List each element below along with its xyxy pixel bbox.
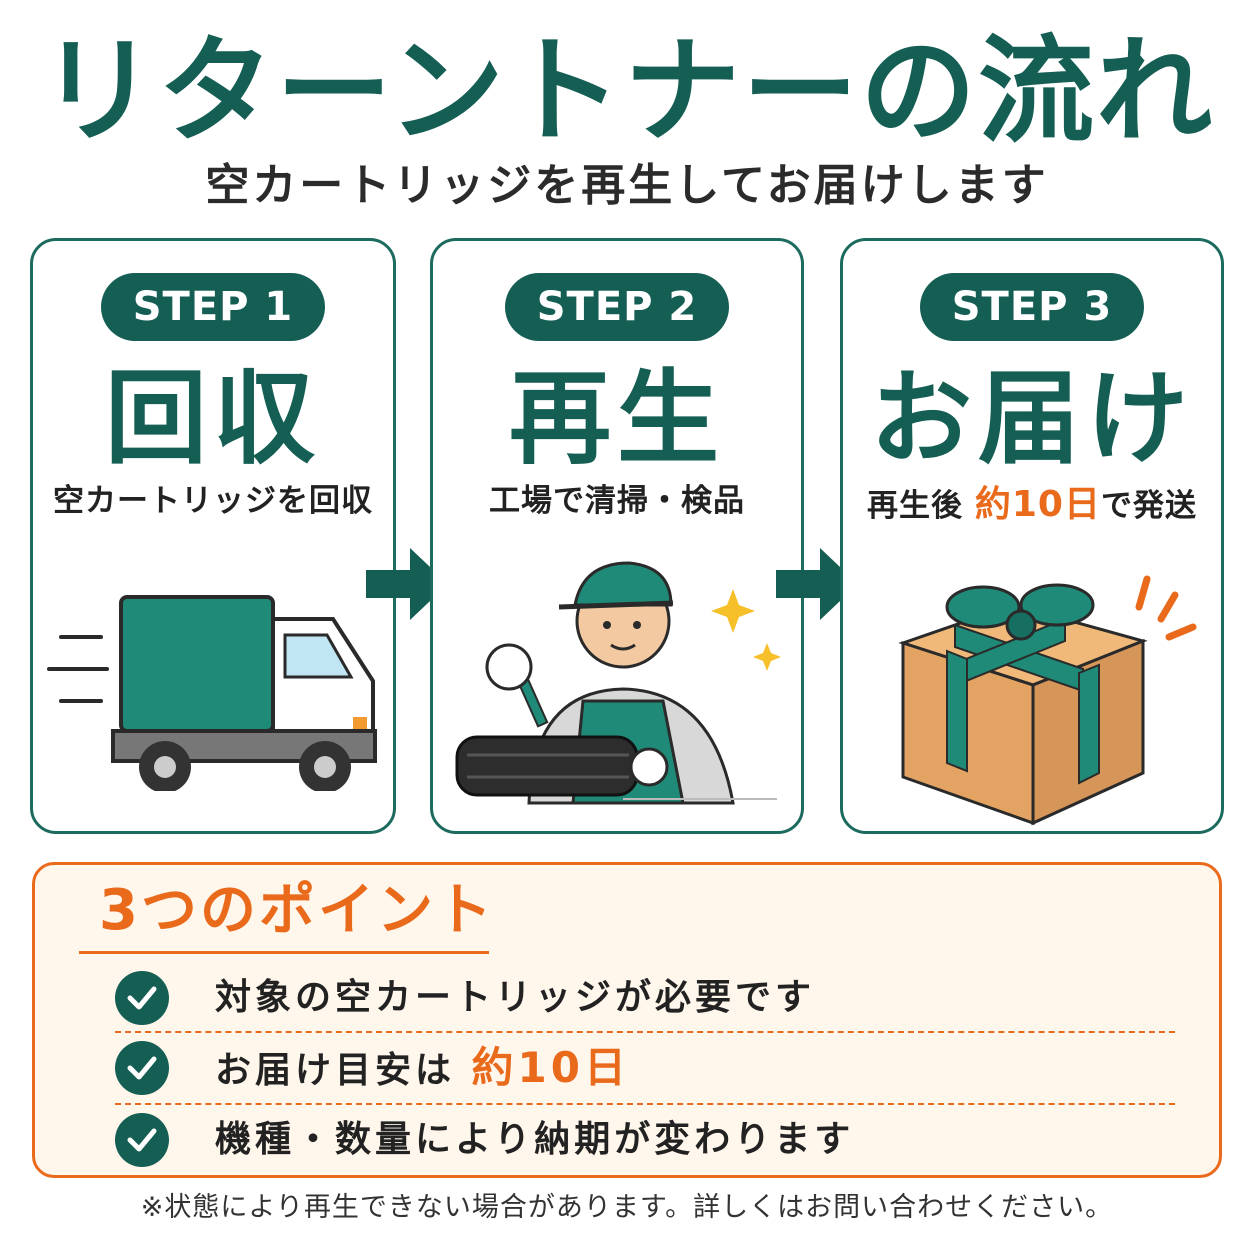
step-heading: 再生 <box>509 360 725 479</box>
step-description: 空カートリッジを回収 <box>53 483 373 519</box>
step-heading: お届け <box>870 360 1194 479</box>
point-item: 対象の空カートリッジが必要です <box>115 967 1175 1027</box>
points-title-underline <box>79 951 489 954</box>
step-card-1: STEP 1 回収 空カートリッジを回収 <box>30 238 396 834</box>
points-panel: 3つのポイント 対象の空カートリッジが必要です お届け目安は 約10日 機種・数… <box>32 862 1222 1178</box>
check-icon <box>115 1113 169 1167</box>
footnote: ※状態により再生できない場合があります。詳しくはお問い合わせください。 <box>140 1192 1114 1223</box>
step-badge: STEP 3 <box>920 273 1144 341</box>
gift-box-icon <box>898 575 1197 826</box>
step-card-2: STEP 2 再生 工場で清掃・検品 <box>430 238 804 834</box>
delivery-days-highlight: 約10日 <box>974 484 1101 525</box>
step-badge: STEP 2 <box>505 273 729 341</box>
step-card-3: STEP 3 お届け 再生後 約10日で発送 <box>840 238 1224 834</box>
point-item: お届け目安は 約10日 <box>115 1037 1175 1097</box>
point-divider <box>115 1103 1175 1105</box>
point-text: 対象の空カートリッジが必要です <box>215 977 816 1018</box>
delivery-truck-icon <box>47 595 377 791</box>
delivery-days-highlight: 約10日 <box>471 1043 630 1092</box>
point-divider <box>115 1031 1175 1033</box>
points-title: 3つのポイント <box>99 878 495 943</box>
page-subtitle: 空カートリッジを再生してお届けします <box>205 160 1049 211</box>
step-description: 工場で清掃・検品 <box>489 483 745 519</box>
point-text: 機種・数量により納期が変わります <box>215 1119 855 1160</box>
check-icon <box>115 1041 169 1095</box>
step-heading: 回収 <box>105 360 321 479</box>
check-icon <box>115 971 169 1025</box>
arrow-right-icon <box>776 548 858 620</box>
step-description: 再生後 約10日で発送 <box>867 484 1197 525</box>
point-item: 機種・数量により納期が変わります <box>115 1109 1175 1169</box>
page-title: リターントナーの流れ <box>39 24 1215 159</box>
step-badge: STEP 1 <box>101 273 325 341</box>
worker-repairing-icon <box>455 561 781 805</box>
arrow-right-icon <box>366 548 448 620</box>
point-text: お届け目安は 約10日 <box>215 1043 630 1092</box>
